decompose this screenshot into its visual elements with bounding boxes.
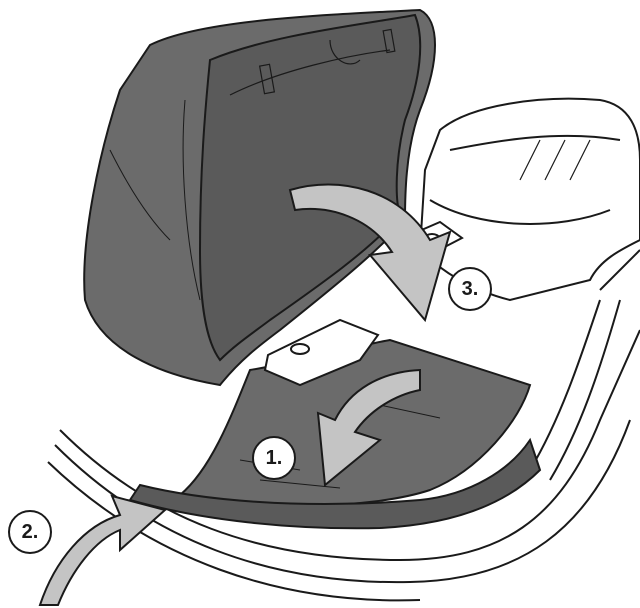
step-3-label: 3. [448, 267, 492, 311]
arrow-2 [40, 496, 165, 605]
rear-seat [410, 99, 640, 300]
step-2-label: 2. [8, 510, 52, 554]
step-1-label: 1. [252, 436, 296, 480]
